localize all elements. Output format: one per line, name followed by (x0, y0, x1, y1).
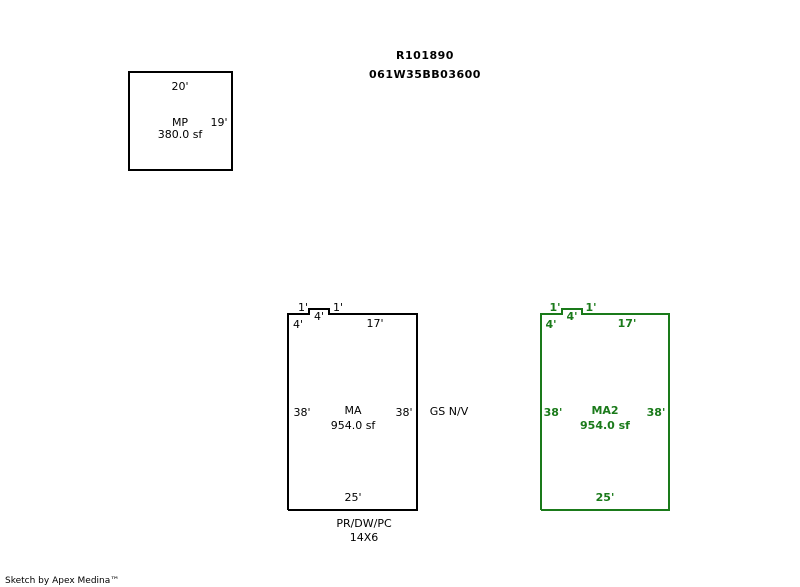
ma-bottom-dimension: 25' (344, 491, 361, 504)
mp-top-dimension: 20' (171, 80, 188, 93)
ma2-bottom-dimension: 25' (596, 491, 615, 504)
ma-right-dimension: 38' (395, 406, 412, 419)
ma2-label: MA2 (591, 404, 618, 417)
ma-left-top-dimension: 4' (293, 318, 303, 331)
ma-area: 954.0 sf (331, 419, 377, 432)
ma2-step-mid-dimension: 4' (566, 310, 577, 323)
sketch-credit: Sketch by Apex Medina™ (5, 576, 119, 586)
ma-step-mid-dimension: 4' (314, 310, 324, 323)
ma2-outline (540, 308, 670, 511)
ma-step-right-dimension: 1' (333, 301, 343, 314)
ma-section: 1' 4' 1' 4' 17' 38' 38' MA 954.0 sf 25' … (287, 301, 469, 544)
ma-label: MA (344, 404, 361, 417)
ma2-step-right-dimension: 1' (585, 301, 596, 314)
ma-left-dimension: 38' (293, 406, 310, 419)
map-tax-lot: 061W35BB03600 (369, 68, 481, 81)
ma2-area: 954.0 sf (580, 419, 630, 432)
ma-outline (287, 308, 418, 511)
mp-section: 20' 19' MP 380.0 sf (128, 71, 233, 171)
ma-below-note-line1: PR/DW/PC (336, 517, 392, 530)
mp-label: MP (172, 116, 188, 129)
ma-top-dimension: 17' (366, 317, 383, 330)
ma2-right-dimension: 38' (647, 406, 666, 419)
mp-area: 380.0 sf (158, 128, 204, 141)
ma2-step-left-dimension: 1' (549, 301, 560, 314)
ma2-left-top-dimension: 4' (545, 318, 556, 331)
ma-step-left-dimension: 1' (298, 301, 308, 314)
ma-below-note-line2: 14X6 (350, 531, 379, 544)
ma2-section: 1' 4' 1' 4' 17' 38' 38' MA2 954.0 sf 25' (540, 301, 670, 511)
account-number: R101890 (396, 49, 454, 62)
ma2-top-dimension: 17' (618, 317, 637, 330)
ma2-left-dimension: 38' (544, 406, 563, 419)
mp-right-dimension: 19' (210, 116, 227, 129)
mp-outline (128, 71, 233, 171)
ma-side-note: GS N/V (430, 405, 469, 418)
